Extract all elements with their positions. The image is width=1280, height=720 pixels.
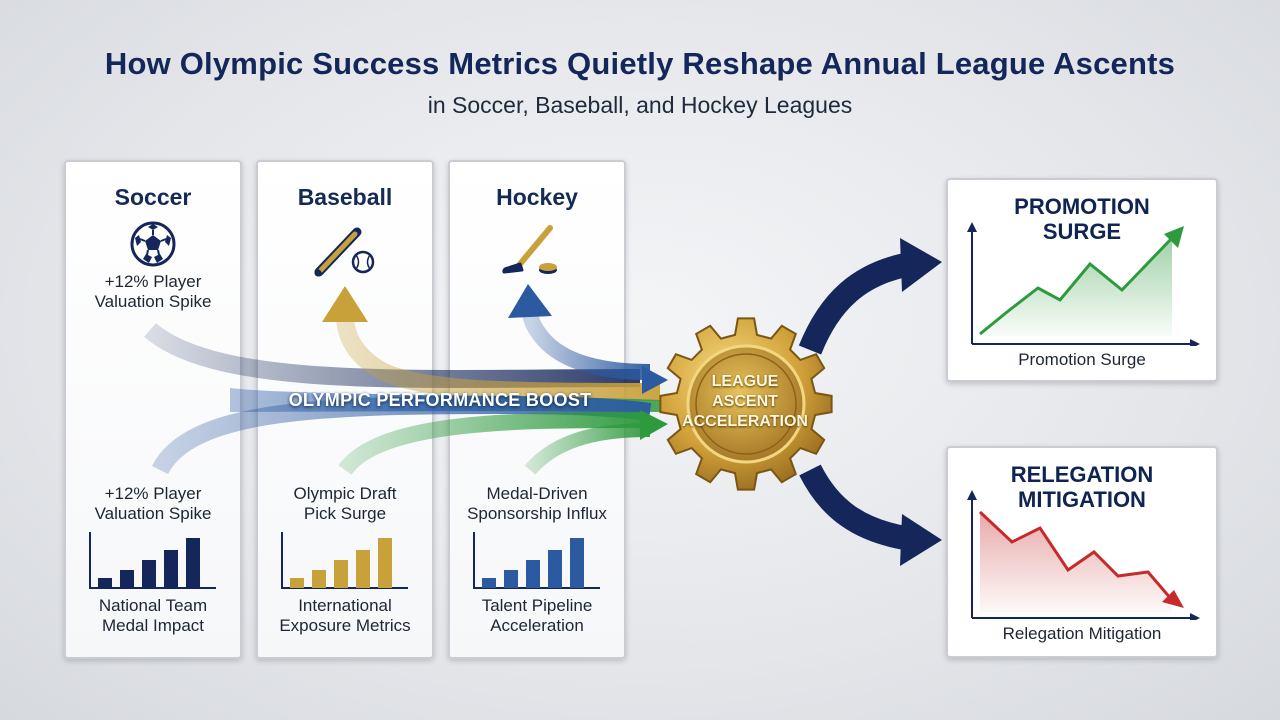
baseball-chart-caption: International Exposure Metrics [279,596,411,635]
hockey-bottom-metric: Medal-Driven Sponsorship Influx [467,484,607,523]
soccer-ball-icon [130,221,176,267]
hub-label: LEAGUE ASCENT ACCELERATION [682,373,808,430]
bar [504,570,518,588]
soccer-chart-caption: National Team Medal Impact [98,596,208,635]
relegation-output-arrow [799,464,908,550]
promotion-line-chart [967,222,1200,346]
relegation-line [978,510,1174,601]
hockey-chart-caption: Talent Pipeline Acceleration [481,596,593,635]
baseball-bar-chart [281,532,408,589]
promotion-area [980,238,1172,336]
panel-title-hockey: Hockey [496,184,578,210]
hockey-stick-icon [502,225,557,274]
page-title: How Olympic Success Metrics Quietly Resh… [104,46,1176,81]
promotion-output-arrow [798,253,908,355]
bar [312,570,326,588]
hub-arrowhead-blue [642,366,668,394]
soccer-top-metric: +12% Player Valuation Spike [94,272,212,311]
result-promotion: PROMOTION SURGE Promotion Surge [946,178,1218,382]
panel-title-soccer: Soccer [114,184,192,210]
relegation-arrowhead [900,514,942,566]
soccer-bottom-metric: +12% Player Valuation Spike [94,484,212,523]
hockey-arrowhead [508,284,552,318]
baseball-bottom-metric: Olympic Draft Pick Surge [293,484,397,523]
result-relegation-title: RELEGATION MITIGATION [1010,462,1154,512]
panel-soccer: Soccer +12% Player Valuation Spike +12% … [64,160,242,659]
bar [164,550,178,588]
hockey-flow-arrow [522,309,651,380]
baseball-arrowhead [322,286,368,322]
bar [120,570,134,588]
bar [526,560,540,588]
promotion-trend-arrowhead [1164,226,1184,248]
hockey-lower-flow-arrow [524,423,651,475]
result-promotion-title: PROMOTION SURGE [1014,194,1150,244]
gear-icon [659,317,833,491]
relegation-trend-arrowhead [1162,590,1184,608]
bar [482,578,496,588]
boost-label: OLYMPIC PERFORMANCE BOOST [288,390,592,410]
result-promotion-caption: Promotion Surge [1018,350,1146,369]
baseball-lower-flow-arrow [338,412,641,476]
soccer-bar-chart [89,532,216,589]
hockey-bar-chart [473,532,600,589]
soccer-flow-arrow [144,322,641,388]
soccer-lower-flow-arrow [151,395,652,475]
bar [378,538,392,588]
bar [334,560,348,588]
relegation-area [980,512,1172,612]
relegation-line-chart [967,490,1200,620]
bar [98,578,112,588]
bar [548,550,562,588]
baseball-flow-arrow [336,314,661,401]
bar [570,538,584,588]
page-subtitle: in Soccer, Baseball, and Hockey Leagues [427,92,853,118]
result-relegation-caption: Relegation Mitigation [1002,624,1162,643]
promotion-arrowhead [900,238,942,292]
bar [290,578,304,588]
hub-arrowhead-green [640,410,668,440]
panel-title-baseball: Baseball [297,184,393,210]
baseball-bat-icon [314,227,375,277]
result-relegation: RELEGATION MITIGATION Relegation Mitigat… [946,446,1218,658]
promotion-line [979,236,1174,336]
bar [186,538,200,588]
bar [356,550,370,588]
bar [142,560,156,588]
